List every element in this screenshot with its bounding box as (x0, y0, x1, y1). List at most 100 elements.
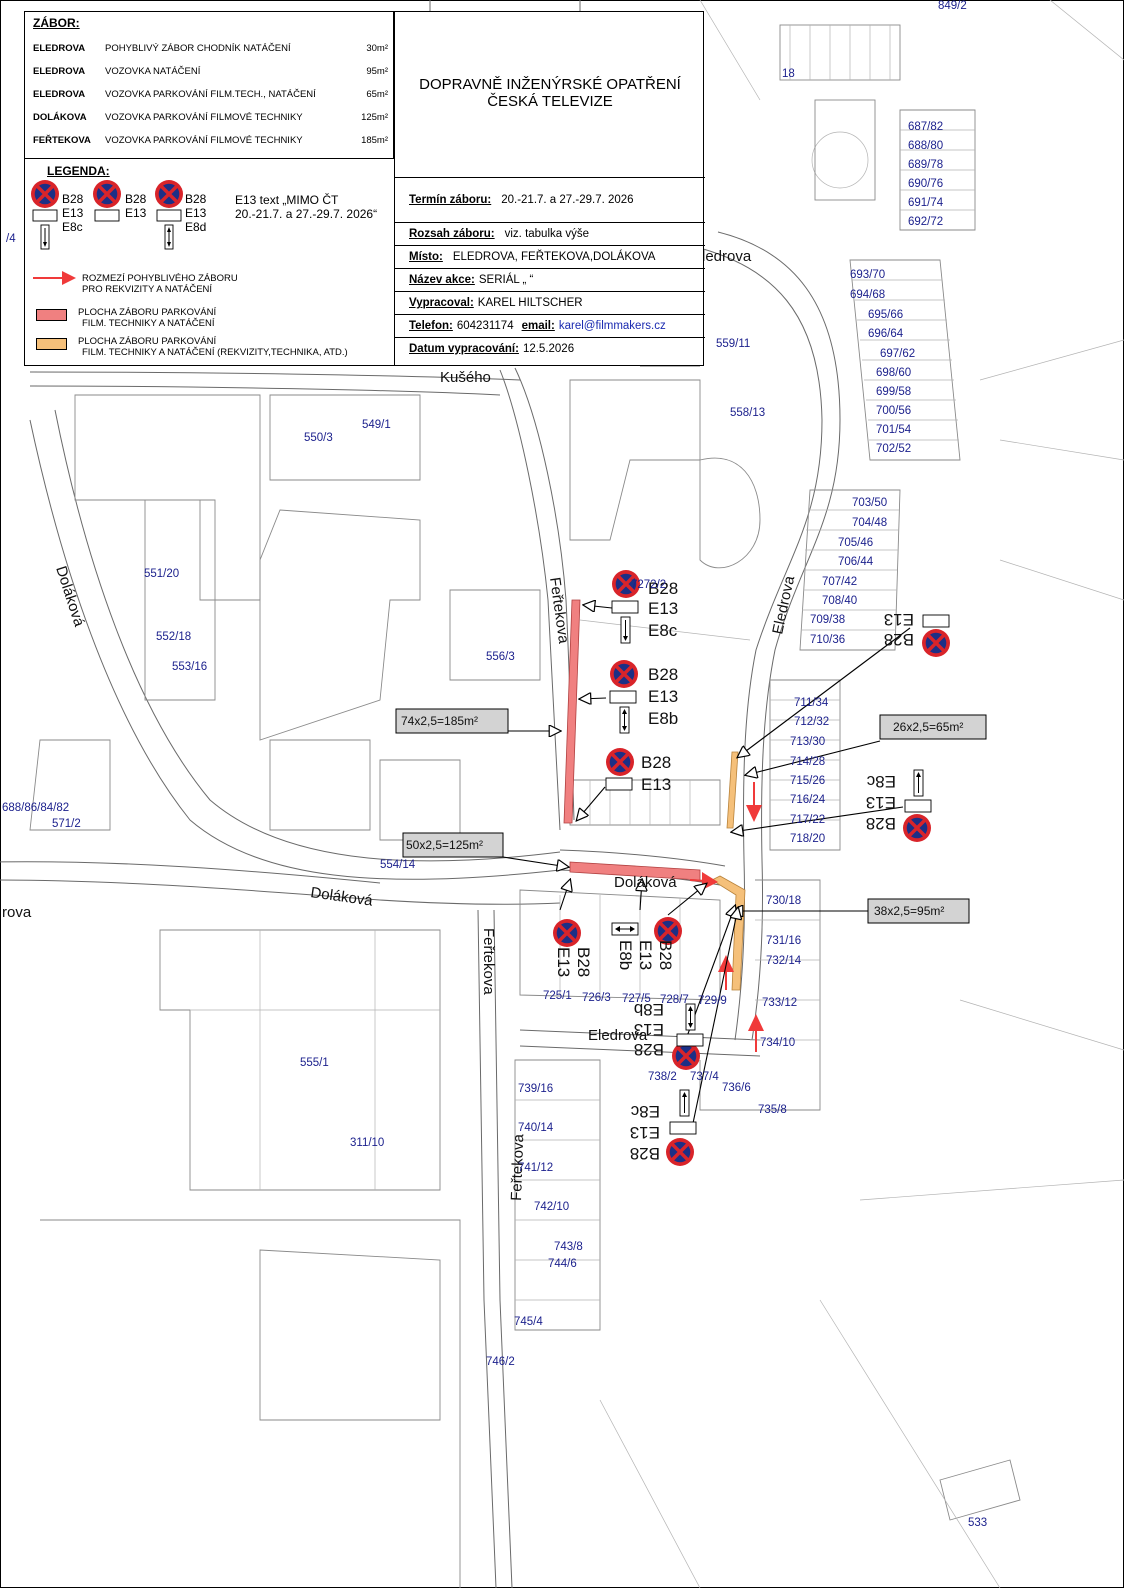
street-name-kuseho: Kušého (440, 369, 491, 386)
parcel-number: 709/38 (810, 614, 845, 626)
parcel-number: 687/82 (908, 121, 943, 133)
field-datum: Datum vypracování:12.5.2026 (395, 337, 705, 365)
area-label-125: 50x2,5=125m² (406, 838, 483, 852)
occupation-street: ELEDROVA (33, 66, 86, 77)
parcel-number: 717/22 (790, 814, 825, 826)
parcel-number: 696/64 (868, 328, 904, 340)
field-label: Telefon: (409, 320, 453, 332)
parcel-number: 558/13 (730, 407, 765, 419)
sign-e8b-text: E8b (648, 709, 678, 728)
parcel-number: 690/76 (908, 178, 943, 190)
parcel-number: 728/7 (660, 994, 689, 1006)
email-link[interactable]: karel@filmmakers.cz (558, 320, 666, 332)
parcel-number: 707/42 (822, 576, 857, 588)
leader-right-sign-bot (732, 806, 904, 832)
sign-group-fertekova-top: B28 E13 E8c (610, 568, 678, 644)
parcel-number: 700/56 (876, 405, 911, 417)
leader-low-mid (640, 880, 642, 911)
parcel-number: 688/80 (908, 140, 943, 152)
sign-b28-text: B28 (866, 814, 896, 833)
parcel-number: 704/48 (852, 517, 887, 529)
parcel-number: 710/36 (810, 634, 845, 646)
parcel-number: 553/16 (172, 661, 207, 673)
occupation-desc: VOZOVKA NATÁČENÍ (105, 66, 201, 77)
sign-b28-text: B28 (884, 630, 914, 649)
field-value: ELEDROVA, FEŘTEKOVA,DOLÁKOVA (452, 251, 656, 263)
parcel-number: 714/28 (790, 756, 825, 768)
parcel-number: 743/8 (554, 1241, 583, 1253)
parcel-number: 729/9 (698, 995, 727, 1007)
sign-e13-text: E13 (648, 687, 678, 706)
parcel-number: 731/16 (766, 935, 801, 947)
sign-group-eledrova-right-bot: B28 E13 E8c (866, 769, 933, 844)
parcel-number: 849/2 (938, 0, 967, 12)
parcel-number: 741/12 (518, 1162, 553, 1174)
parcel-number: 733/12 (762, 997, 797, 1009)
leader-right-sign-top (738, 627, 911, 757)
sign-b28-text: B28 (648, 665, 678, 684)
occupation-street: DOLÁKOVA (33, 112, 87, 123)
sign-group-eledrova-right-top: B28 E13 (884, 610, 952, 659)
no-stopping-sign-icon (608, 658, 640, 690)
parcel-number: 711/34 (794, 697, 829, 709)
parcel-number: 552/18 (156, 631, 191, 643)
parcel-number: 693/70 (850, 269, 885, 281)
field-rozsah: Rozsah záboru:viz. tabulka výše (395, 222, 705, 245)
parcel-number: 736/6 (722, 1082, 751, 1094)
street-name-fertekova-lower: Feřtekova (480, 928, 497, 995)
parcel-number: 725/1 (543, 990, 572, 1002)
leader-arrows (502, 605, 911, 1129)
parcel-number: 734/10 (760, 1037, 795, 1049)
red-arrow-4 (748, 1014, 764, 1052)
legend-b28: B28 (125, 192, 147, 206)
parcel-number: 691/74 (908, 197, 944, 209)
parcel-number: 533 (968, 1517, 987, 1529)
parcel-number: 699/58 (876, 386, 911, 398)
no-stopping-sign-icon (551, 917, 583, 949)
parcel-number: 692/72 (908, 216, 943, 228)
parcel-number: 698/60 (876, 367, 911, 379)
sign-e13-text: E13 (866, 793, 896, 812)
sign-e8b-text: E8b (634, 1000, 664, 1019)
no-stopping-sign-icon (901, 812, 933, 844)
parcel-number: 732/14 (766, 955, 802, 967)
parcel-number: /4 (6, 233, 16, 245)
field-value: 604231174 (456, 320, 514, 332)
traffic-signs: B28 E13 E8c B28 E13 E8b B28 E13 B28 E13 (551, 568, 952, 1168)
street-name-fertekova-bottom: Feřtekova (508, 1133, 527, 1201)
legend-e13: E13 (185, 206, 207, 220)
sign-e8b-text: E8b (616, 940, 635, 970)
street-name-eledrova-left: rova (2, 904, 32, 921)
parcel-number: 746/2 (486, 1356, 515, 1368)
parcel-number: 730/18 (766, 895, 801, 907)
parcel-number: 555/1 (300, 1057, 329, 1069)
parcel-number: 708/40 (822, 595, 857, 607)
field-label: Termín záboru: (409, 194, 492, 206)
field-value: 20.-21.7. a 27.-29.7. 2026 (501, 194, 634, 206)
street-name-dolakova-left: Doláková (52, 564, 88, 629)
occupation-area: 30m² (366, 43, 388, 54)
leader-mid-sign (580, 698, 607, 699)
field-termin: Termín záboru: 20.-21.7. a 27.-29.7. 2026 (395, 177, 705, 222)
no-stopping-sign-icon (29, 178, 61, 210)
parcel-number: 744/6 (548, 1258, 577, 1270)
parcel-number: 713/30 (790, 736, 825, 748)
panel-divider (394, 12, 395, 365)
parcel-number: 311/10 (350, 1137, 384, 1149)
parcel-number: 694/68 (850, 289, 885, 301)
legend-b28: B28 (185, 192, 207, 206)
sign-e13-text: E13 (641, 775, 671, 794)
legend-red-text-1: PLOCHA ZÁBORU PARKOVÁNÍ (78, 307, 217, 318)
leader-low-right (667, 884, 706, 916)
sign-e13-text: E13 (636, 940, 655, 970)
parcel-number: 549/1 (362, 419, 391, 431)
area-label-65: 26x2,5=65m² (893, 720, 963, 734)
sign-e13-text: E13 (648, 599, 678, 618)
sign-group-dolakova-mid: B28 E13 E8b (611, 915, 684, 970)
